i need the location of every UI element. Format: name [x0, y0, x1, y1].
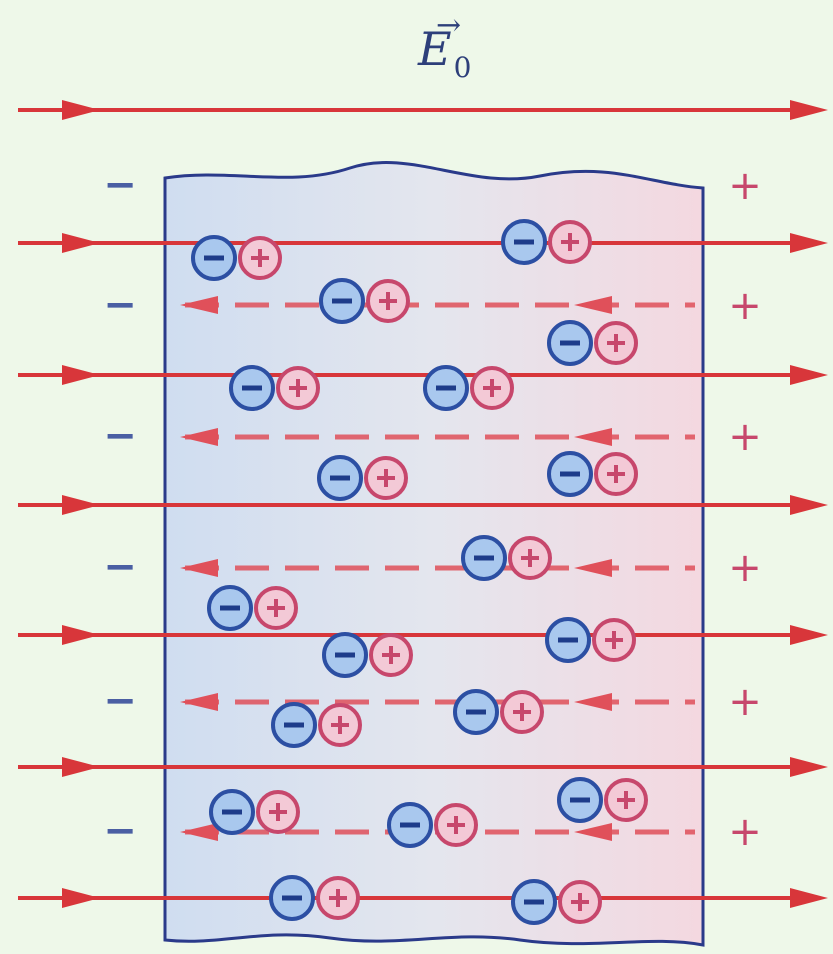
- field-subscript: 0: [453, 51, 472, 84]
- dipole: [557, 777, 648, 823]
- vector-accent: →: [436, 8, 462, 43]
- dipole: [229, 365, 320, 411]
- external-field-line: [18, 888, 828, 908]
- surface-positive-charge: +: [728, 414, 762, 460]
- field-arrowhead-right: [790, 625, 828, 645]
- dipole: [461, 535, 552, 581]
- induced-field-line: [180, 296, 695, 314]
- field-arrowhead-right: [790, 233, 828, 253]
- dipole: [501, 219, 592, 265]
- field-arrowhead-left: [62, 100, 100, 120]
- dipole: [547, 320, 638, 366]
- field-arrowhead-left: [62, 495, 100, 515]
- field-arrowhead-right: [790, 100, 828, 120]
- field-arrowhead-right: [790, 757, 828, 777]
- dipole: [387, 802, 478, 848]
- surface-negative-charge: −: [103, 678, 137, 724]
- surface-negative-charge: −: [103, 282, 137, 328]
- dipole: [319, 278, 410, 324]
- surface-positive-charge: +: [728, 163, 762, 209]
- induced-arrowhead: [180, 559, 218, 577]
- external-field-line: [18, 625, 828, 645]
- dipole: [511, 879, 602, 925]
- dipole: [269, 875, 360, 921]
- field-arrowhead-left: [62, 757, 100, 777]
- induced-arrowhead: [574, 296, 612, 314]
- external-field-line: [18, 365, 828, 385]
- dipole: [207, 585, 298, 631]
- dipole: [423, 365, 514, 411]
- induced-arrowhead: [574, 559, 612, 577]
- dipole: [545, 617, 636, 663]
- surface-positive-charge: +: [728, 545, 762, 591]
- field-arrowhead-right: [790, 365, 828, 385]
- field-arrowhead-left: [62, 888, 100, 908]
- field-arrowhead-right: [790, 495, 828, 515]
- surface-positive-charge: +: [728, 679, 762, 725]
- dipole: [547, 451, 638, 497]
- induced-field-line: [180, 428, 695, 446]
- surface-negative-charge: −: [103, 162, 137, 208]
- induced-arrowhead: [180, 428, 218, 446]
- surface-positive-charge: +: [728, 283, 762, 329]
- induced-field-line: [180, 693, 695, 711]
- surface-negative-charge: −: [103, 413, 137, 459]
- dipole: [453, 689, 544, 735]
- dipole: [271, 702, 362, 748]
- induced-arrowhead: [574, 693, 612, 711]
- dipole: [322, 632, 413, 678]
- dipole: [209, 789, 300, 835]
- external-field-line: [18, 233, 828, 253]
- induced-field-line: [180, 559, 695, 577]
- induced-arrowhead: [574, 823, 612, 841]
- induced-arrowhead: [180, 823, 218, 841]
- field-arrowhead-left: [62, 365, 100, 385]
- induced-arrowhead: [180, 693, 218, 711]
- dipole: [317, 455, 408, 501]
- surface-positive-charge: +: [728, 809, 762, 855]
- field-arrowhead-right: [790, 888, 828, 908]
- dipole: [191, 235, 282, 281]
- induced-arrowhead: [574, 428, 612, 446]
- field-arrowhead-left: [62, 625, 100, 645]
- field-symbol: E: [418, 22, 452, 76]
- external-field-line: [18, 100, 828, 120]
- surface-negative-charge: −: [103, 544, 137, 590]
- external-field-line: [18, 757, 828, 777]
- external-field-line: [18, 495, 828, 515]
- induced-arrowhead: [180, 296, 218, 314]
- field-label-e0: → E0: [418, 8, 471, 84]
- surface-negative-charge: −: [103, 808, 137, 854]
- field-arrowhead-left: [62, 233, 100, 253]
